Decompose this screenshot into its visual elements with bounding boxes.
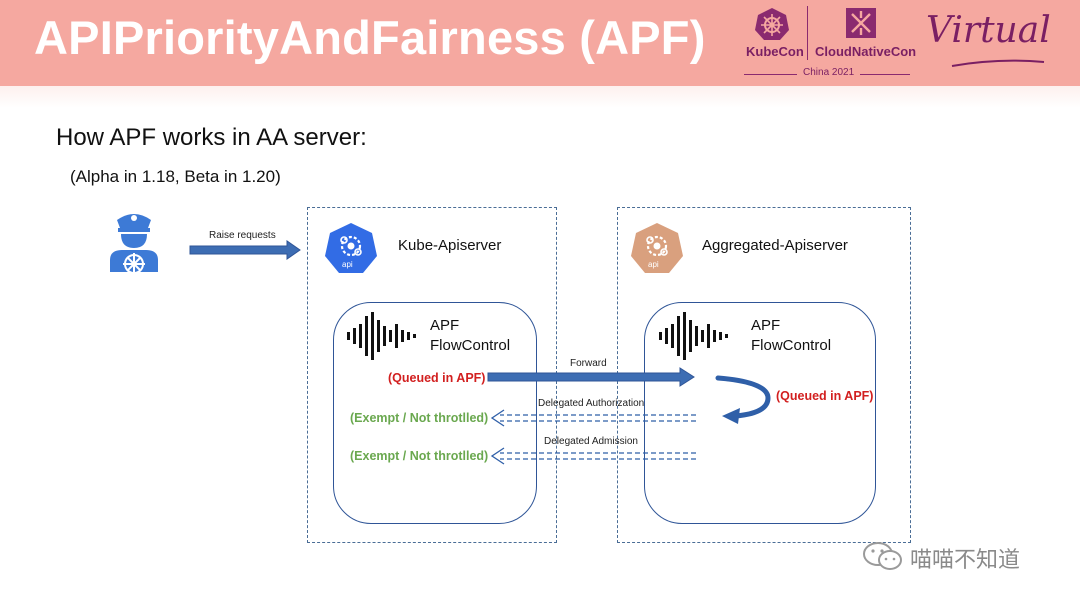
wechat-icon xyxy=(863,542,902,570)
kube-queued-label: (Queued in APF) xyxy=(388,371,486,385)
cloudnativecon-label: CloudNativeCon xyxy=(815,44,917,59)
virtual-swoosh-icon xyxy=(951,59,1045,67)
aggregated-apiserver-title: Aggregated-Apiserver xyxy=(702,237,848,254)
forward-label: Forward xyxy=(570,358,607,369)
exempt-admission-label: (Exempt / Not throtlled) xyxy=(350,449,489,463)
delegated-authorization-label: Delegated Authorization xyxy=(538,398,645,409)
kube-api-icon-label: api xyxy=(342,260,353,269)
raise-requests-arrow xyxy=(189,240,301,260)
kubecon-label: KubeCon xyxy=(746,44,804,59)
kube-apf-subtitle: FlowControl xyxy=(430,337,511,354)
kube-api-icon xyxy=(325,223,377,273)
kube-waveform-icon xyxy=(347,312,416,360)
virtual-label: Virtual xyxy=(926,10,1051,51)
aggregated-waveform-icon xyxy=(659,312,728,360)
logo-divider xyxy=(807,6,808,60)
forward-arrow xyxy=(487,367,695,387)
kube-apf-title: APF xyxy=(430,317,460,334)
watermark-text: 喵喵不知道 xyxy=(910,547,1021,572)
exempt-authorization-label: (Exempt / Not throtlled) xyxy=(350,411,489,425)
captain-user-icon xyxy=(110,214,158,274)
kubecon-logo-icon xyxy=(755,8,789,40)
header-banner xyxy=(0,0,1080,86)
cloudnativecon-logo-icon xyxy=(846,8,876,38)
delegated-authorization-arrow xyxy=(490,409,696,427)
aggregated-flowcontrol-box xyxy=(644,302,876,524)
aggregated-apf-subtitle: FlowControl xyxy=(751,337,832,354)
curved-queue-arrow xyxy=(715,375,771,424)
event-label: China 2021 xyxy=(797,67,861,78)
delegated-admission-arrow xyxy=(490,447,696,465)
banner-fade xyxy=(0,86,1080,108)
raise-requests-label: Raise requests xyxy=(209,230,276,241)
slide-title: APIPriorityAndFairness (APF) xyxy=(34,11,706,64)
aggregated-apf-title: APF xyxy=(751,317,781,334)
aggregated-queued-label: (Queued in APF) xyxy=(776,389,874,403)
kube-flowcontrol-box xyxy=(333,302,537,524)
aggregated-api-icon-label: api xyxy=(648,260,659,269)
slide-heading: How APF works in AA server: xyxy=(56,124,367,151)
aggregated-api-icon xyxy=(631,223,683,273)
slide-subheading: (Alpha in 1.18, Beta in 1.20) xyxy=(70,167,281,186)
delegated-admission-label: Delegated Admission xyxy=(544,436,638,447)
kube-apiserver-title: Kube-Apiserver xyxy=(398,237,502,254)
